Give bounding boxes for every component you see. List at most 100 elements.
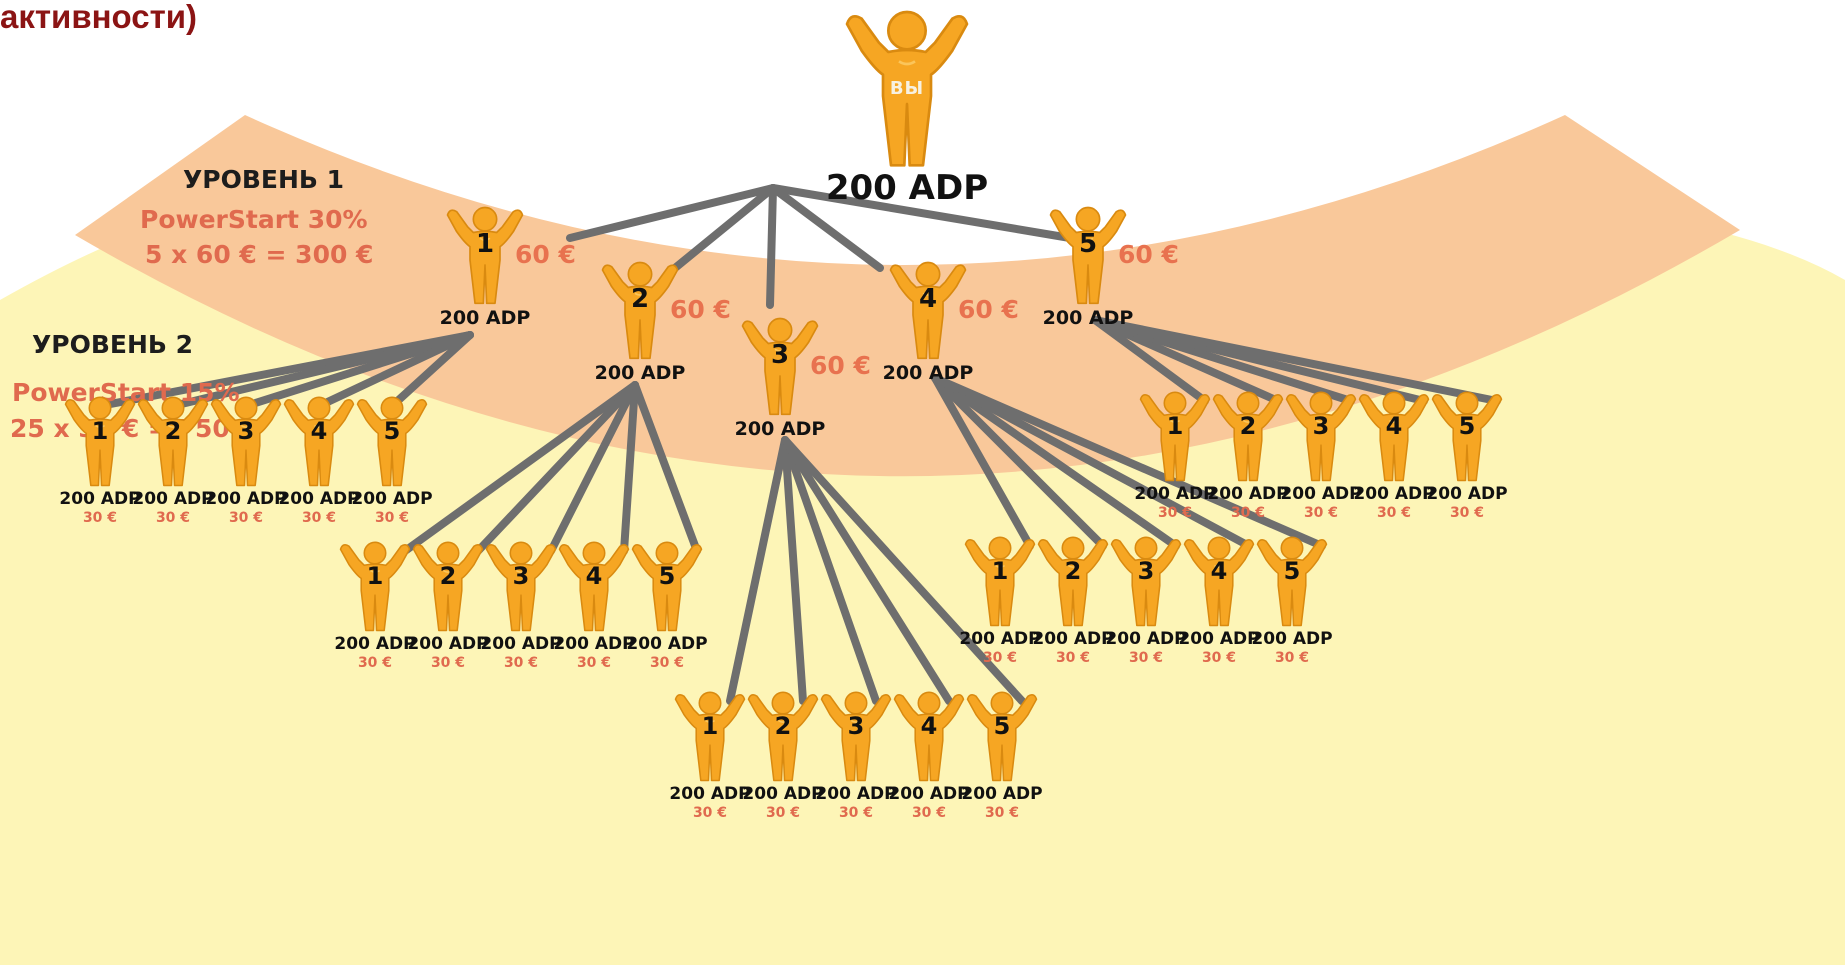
member-number: 1 xyxy=(701,712,719,740)
member-adp: 200 ADP xyxy=(1207,484,1289,504)
member-adp: 200 ADP xyxy=(480,634,562,654)
root-adp: 200 ADP xyxy=(825,168,989,208)
member-number: 4 xyxy=(585,562,603,590)
member-number: 4 xyxy=(1385,412,1403,440)
level2-calc: 25 x 30 € = 750 € xyxy=(10,414,256,443)
member-number: 2 xyxy=(164,417,182,445)
member-adp: 200 ADP xyxy=(407,634,489,654)
connector-root-l1-1 xyxy=(566,184,777,242)
member-number: 4 xyxy=(1210,557,1228,585)
member-number: 1 xyxy=(991,557,1009,585)
member-amount: 30 € xyxy=(649,655,685,671)
member-adp: 200 ADP xyxy=(1353,484,1435,504)
member-adp: 200 ADP xyxy=(334,634,416,654)
member-amount: 60 € xyxy=(958,295,1019,324)
member-adp: 200 ADP xyxy=(1280,484,1362,504)
member-adp: 200 ADP xyxy=(594,362,686,384)
member-adp: 200 ADP xyxy=(278,489,360,509)
connector-l1-2-l2-4 xyxy=(620,381,639,555)
member-amount: 30 € xyxy=(357,655,393,671)
member-number: 3 xyxy=(1137,557,1155,585)
member-adp: 200 ADP xyxy=(439,307,531,329)
level1-member-1: 1 200 ADP xyxy=(425,205,545,329)
member-amount: 30 € xyxy=(1157,505,1193,521)
member-adp: 200 ADP xyxy=(1134,484,1216,504)
member-number: 3 xyxy=(847,712,865,740)
level1-member-4: 4 200 ADP xyxy=(868,260,988,384)
connector-l1-4-l2-4 xyxy=(931,374,1253,550)
member-amount: 30 € xyxy=(1128,650,1164,666)
member-number: 2 xyxy=(1064,557,1082,585)
member-amount: 30 € xyxy=(1201,650,1237,666)
member-amount: 30 € xyxy=(576,655,612,671)
header-title: активности) xyxy=(0,0,198,35)
connector-l1-1-l2-4 xyxy=(315,331,474,410)
member-amount: 30 € xyxy=(982,650,1018,666)
level1-member-2: 2 200 ADP xyxy=(580,260,700,384)
member-amount: 30 € xyxy=(82,510,118,526)
member-amount: 30 € xyxy=(1303,505,1339,521)
connector-l1-3-l2-2 xyxy=(781,436,807,705)
member-amount: 30 € xyxy=(1376,505,1412,521)
connector-l1-3-l2-4 xyxy=(781,436,953,705)
connector-root-l1-2 xyxy=(671,184,777,272)
connector-l1-3-l2-5 xyxy=(781,436,1026,705)
member-adp: 200 ADP xyxy=(59,489,141,509)
member-number: 5 xyxy=(383,417,401,445)
member-number: 5 xyxy=(1283,557,1301,585)
member-adp: 200 ADP xyxy=(742,784,824,804)
connector-l1-4-l2-2 xyxy=(931,374,1107,550)
member-amount: 30 € xyxy=(503,655,539,671)
connector-l1-5-l2-1 xyxy=(1091,316,1209,405)
connector-l1-2-l2-1 xyxy=(401,381,639,555)
level1-title: УРОВЕНЬ 1 xyxy=(183,165,345,194)
member-number: 3 xyxy=(1312,412,1330,440)
member-amount: 30 € xyxy=(374,510,410,526)
member-amount: 30 € xyxy=(1449,505,1485,521)
member-adp: 200 ADP xyxy=(959,629,1041,649)
member-number: 1 xyxy=(366,562,384,590)
member-adp: 200 ADP xyxy=(1178,629,1260,649)
connector-l1-5-l2-5 xyxy=(1091,316,1501,405)
member-adp: 200 ADP xyxy=(1042,307,1134,329)
member-number: 3 xyxy=(770,340,790,370)
member-amount: 60 € xyxy=(670,295,731,324)
level1-member-5: 5 200 ADP xyxy=(1028,205,1148,329)
member-amount: 30 € xyxy=(765,805,801,821)
member-adp: 200 ADP xyxy=(1426,484,1508,504)
connector-l1-4-l2-5 xyxy=(931,374,1326,550)
connector-root-l1-5 xyxy=(769,184,1074,242)
connector-root-l1-3 xyxy=(766,184,777,309)
member-adp: 200 ADP xyxy=(1251,629,1333,649)
member-number: 3 xyxy=(237,417,255,445)
connector-l1-1-l2-3 xyxy=(242,331,474,410)
connector-root-l1-4 xyxy=(769,184,884,272)
member-number: 1 xyxy=(475,229,495,259)
member-number: 1 xyxy=(91,417,109,445)
you-label: ВЫ xyxy=(889,78,925,99)
member-adp: 200 ADP xyxy=(553,634,635,654)
connector-l1-2-l2-5 xyxy=(631,381,701,555)
member-amount: 30 € xyxy=(911,805,947,821)
connector-l1-1-l2-5 xyxy=(388,331,474,410)
member-number: 2 xyxy=(630,284,650,314)
member-adp: 200 ADP xyxy=(882,362,974,384)
